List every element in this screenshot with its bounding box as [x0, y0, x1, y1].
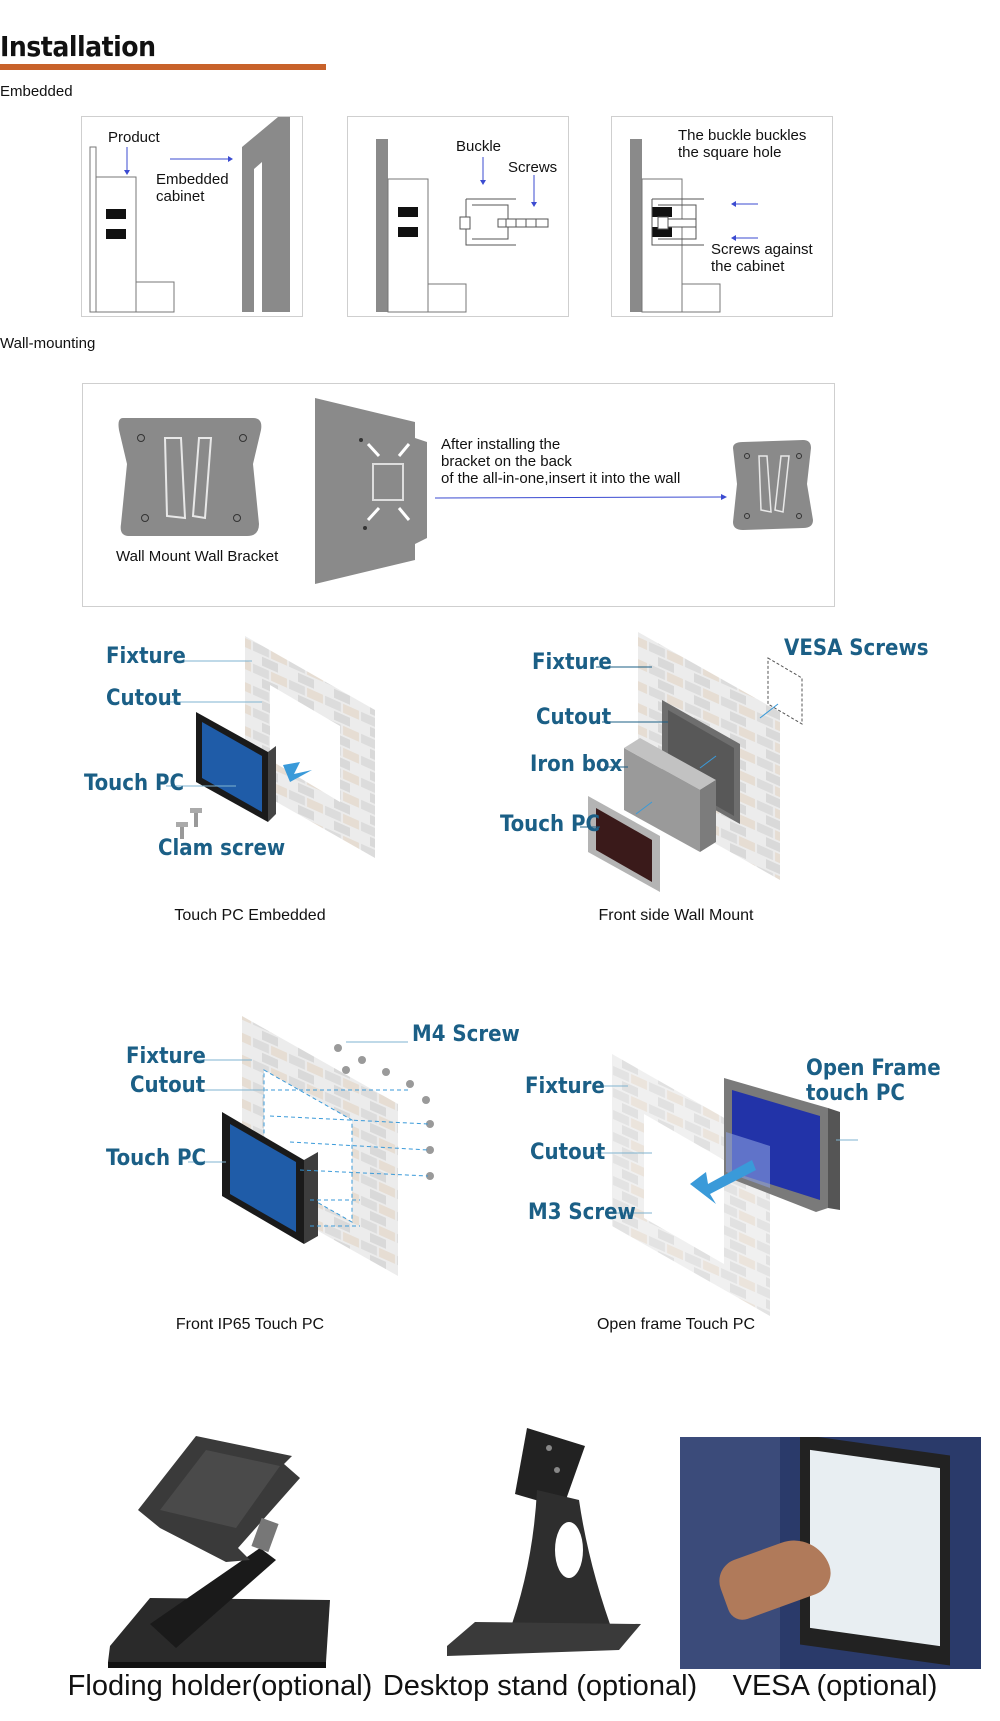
embedded-panel-1: Product Embedded cabinet	[81, 116, 303, 317]
wall-mounting-label: Wall-mounting	[0, 335, 96, 352]
d4-caption: Open frame Touch PC	[596, 1316, 755, 1333]
screws-label: Screws	[508, 159, 558, 176]
d1-caption: Touch PC Embedded	[174, 907, 326, 924]
desktop-stand-image	[447, 1428, 641, 1656]
page-title: Installation	[0, 30, 156, 63]
d2-caption: Front side Wall Mount	[598, 907, 754, 924]
d1-cutout-label: Cutout	[106, 686, 182, 711]
vesa-photo-screen	[810, 1449, 940, 1647]
d4-cutout-label: Cutout	[530, 1140, 606, 1165]
d3-cutout-label: Cutout	[130, 1073, 206, 1098]
d1-touch-pc-label: Touch PC	[84, 771, 185, 796]
d4-m3-screw-label: M3 Screw	[528, 1200, 636, 1225]
wall-bracket-caption: Wall Mount Wall Bracket	[116, 548, 279, 565]
embedded-panel-3: The buckle buckles the square hole Screw…	[611, 116, 833, 317]
d1-fixture-label: Fixture	[106, 644, 186, 669]
embedded-panel-2: Buckle Screws	[347, 116, 569, 317]
embedded-panel-2-drawing	[376, 139, 549, 313]
wall-mount-panel: Wall Mount Wall Bracket After installing…	[82, 383, 835, 607]
embedded-panel-3-drawing	[630, 139, 758, 313]
d4-fixture-label: Fixture	[525, 1074, 605, 1099]
d2-fixture-label: Fixture	[532, 650, 612, 675]
vesa-photo	[680, 1437, 981, 1669]
title-underline	[0, 64, 326, 70]
embedded-cabinet-label: Embedded cabinet	[156, 171, 229, 205]
d4-open-frame-label: Open Frame touch PC	[806, 1056, 941, 1106]
d2-vesa-screws-label: VESA Screws	[784, 636, 929, 661]
d2-iron-box-label: Iron box	[530, 752, 623, 777]
product-label: Product	[108, 129, 160, 146]
d3-m4-screw-label: M4 Screw	[412, 1022, 520, 1047]
d2-touch-pc-label: Touch PC	[500, 812, 601, 837]
d1-clam-screw-label: Clam screw	[158, 836, 286, 861]
screws-against-cabinet-label: Screws against the cabinet	[711, 241, 813, 275]
stand-caption-vesa: VESA (optional)	[732, 1670, 938, 1702]
buckle-label: Buckle	[456, 138, 502, 155]
d3-fixture-label: Fixture	[126, 1044, 206, 1069]
d3-touch-pc-label: Touch PC	[106, 1146, 207, 1171]
embedded-panel-1-drawing	[89, 117, 290, 313]
embedded-label: Embedded	[0, 83, 73, 100]
floding-holder-image	[108, 1436, 330, 1668]
stand-caption-floding: Floding holder(optional)	[67, 1670, 373, 1702]
d2-cutout-label: Cutout	[536, 705, 612, 730]
buckle-square-hole-label: The buckle buckles the square hole	[678, 127, 807, 161]
wall-mount-instruction: After installing the bracket on the back…	[441, 436, 681, 487]
wall-mount-drawing	[118, 398, 813, 584]
d3-caption: Front IP65 Touch PC	[175, 1316, 325, 1333]
stand-caption-desktop: Desktop stand (optional)	[382, 1670, 698, 1702]
